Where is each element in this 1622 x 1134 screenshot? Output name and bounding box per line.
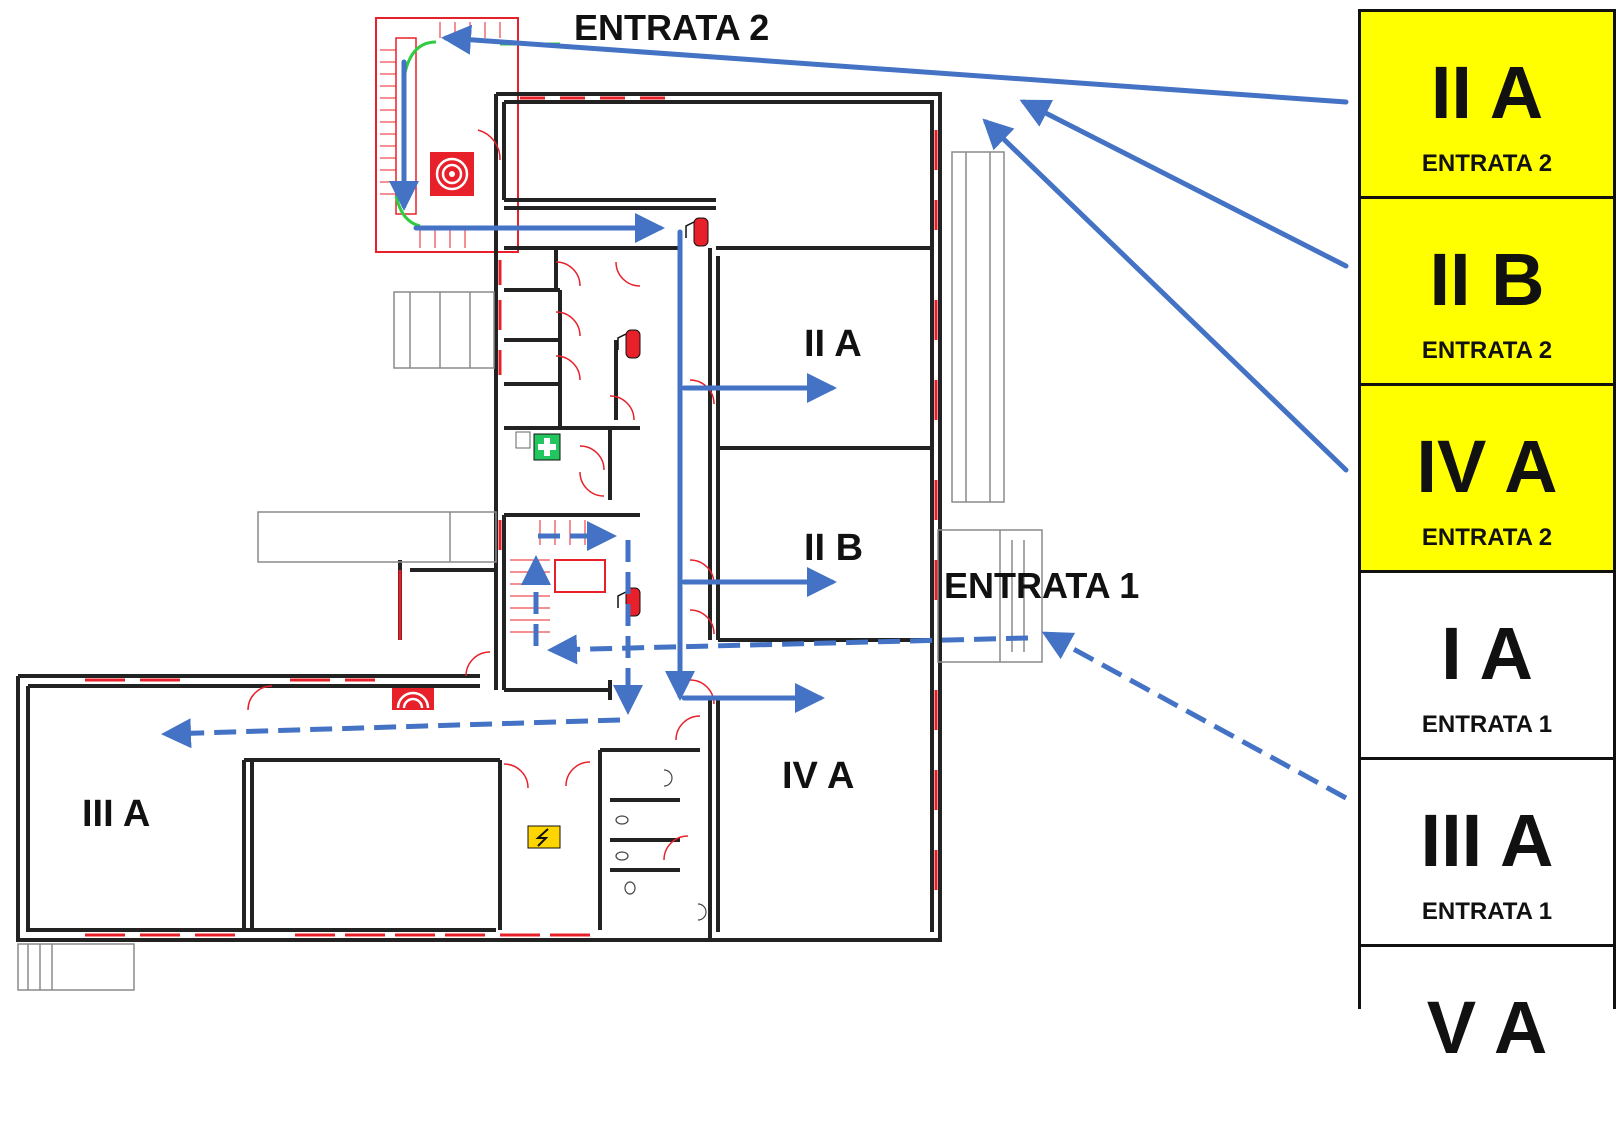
legend-row-1a: I A ENTRATA 1 xyxy=(1361,573,1613,760)
fire-hose-icon xyxy=(430,152,474,196)
legend-row-3a: III A ENTRATA 1 xyxy=(1361,760,1613,947)
fire-hose-icon xyxy=(392,688,434,710)
toilet-fixtures xyxy=(615,769,707,921)
legend-entrance: ENTRATA 2 xyxy=(1421,150,1553,177)
fire-extinguisher-icon xyxy=(617,329,641,359)
legend-row-4a: IV A ENTRATA 2 xyxy=(1361,386,1613,573)
class-entrance-legend: II A ENTRATA 2 II B ENTRATA 2 IV A ENTRA… xyxy=(1358,9,1616,1134)
fire-extinguisher-icon xyxy=(685,217,709,247)
legend-entrance: ENTRATA 1 xyxy=(1421,898,1553,925)
external-structures xyxy=(17,151,1043,991)
upper-staircase xyxy=(375,17,560,253)
electrical-hazard-icon xyxy=(527,825,561,849)
legend-class: V A xyxy=(1426,986,1548,1069)
legend-row-2b: II B ENTRATA 2 xyxy=(1361,199,1613,386)
room-label-2b: II B xyxy=(804,527,863,569)
legend-class: I A xyxy=(1441,612,1533,695)
doors xyxy=(247,129,715,861)
legend-class: III A xyxy=(1420,799,1554,882)
legend-entrance: ENTRATA 2 xyxy=(1421,337,1553,364)
room-label-3a: III A xyxy=(82,793,150,835)
legend-class: IV A xyxy=(1416,425,1558,508)
route-entrance-1 xyxy=(161,521,1348,801)
legend-row-2a: II A ENTRATA 2 xyxy=(1361,12,1613,199)
legend-class: II B xyxy=(1429,238,1545,321)
route-entrance-2 xyxy=(389,24,1349,713)
evacuation-floor-plan: ENTRATA 2 ENTRATA 1 II A II B IV A III A xyxy=(16,7,1349,991)
legend-entrance: ENTRATA 2 xyxy=(1421,524,1553,551)
building-walls xyxy=(16,92,942,942)
legend-class: II A xyxy=(1430,51,1544,134)
room-label-4a: IV A xyxy=(782,755,855,797)
room-label-2a: II A xyxy=(804,323,862,365)
legend-entrance: ENTRATA 1 xyxy=(1421,711,1553,738)
first-aid-icon xyxy=(515,431,561,461)
legend-row-5a: V A xyxy=(1361,947,1613,1134)
entrance-2-label: ENTRATA 2 xyxy=(574,7,769,48)
entrance-1-label: ENTRATA 1 xyxy=(944,565,1139,606)
windows xyxy=(85,96,938,937)
